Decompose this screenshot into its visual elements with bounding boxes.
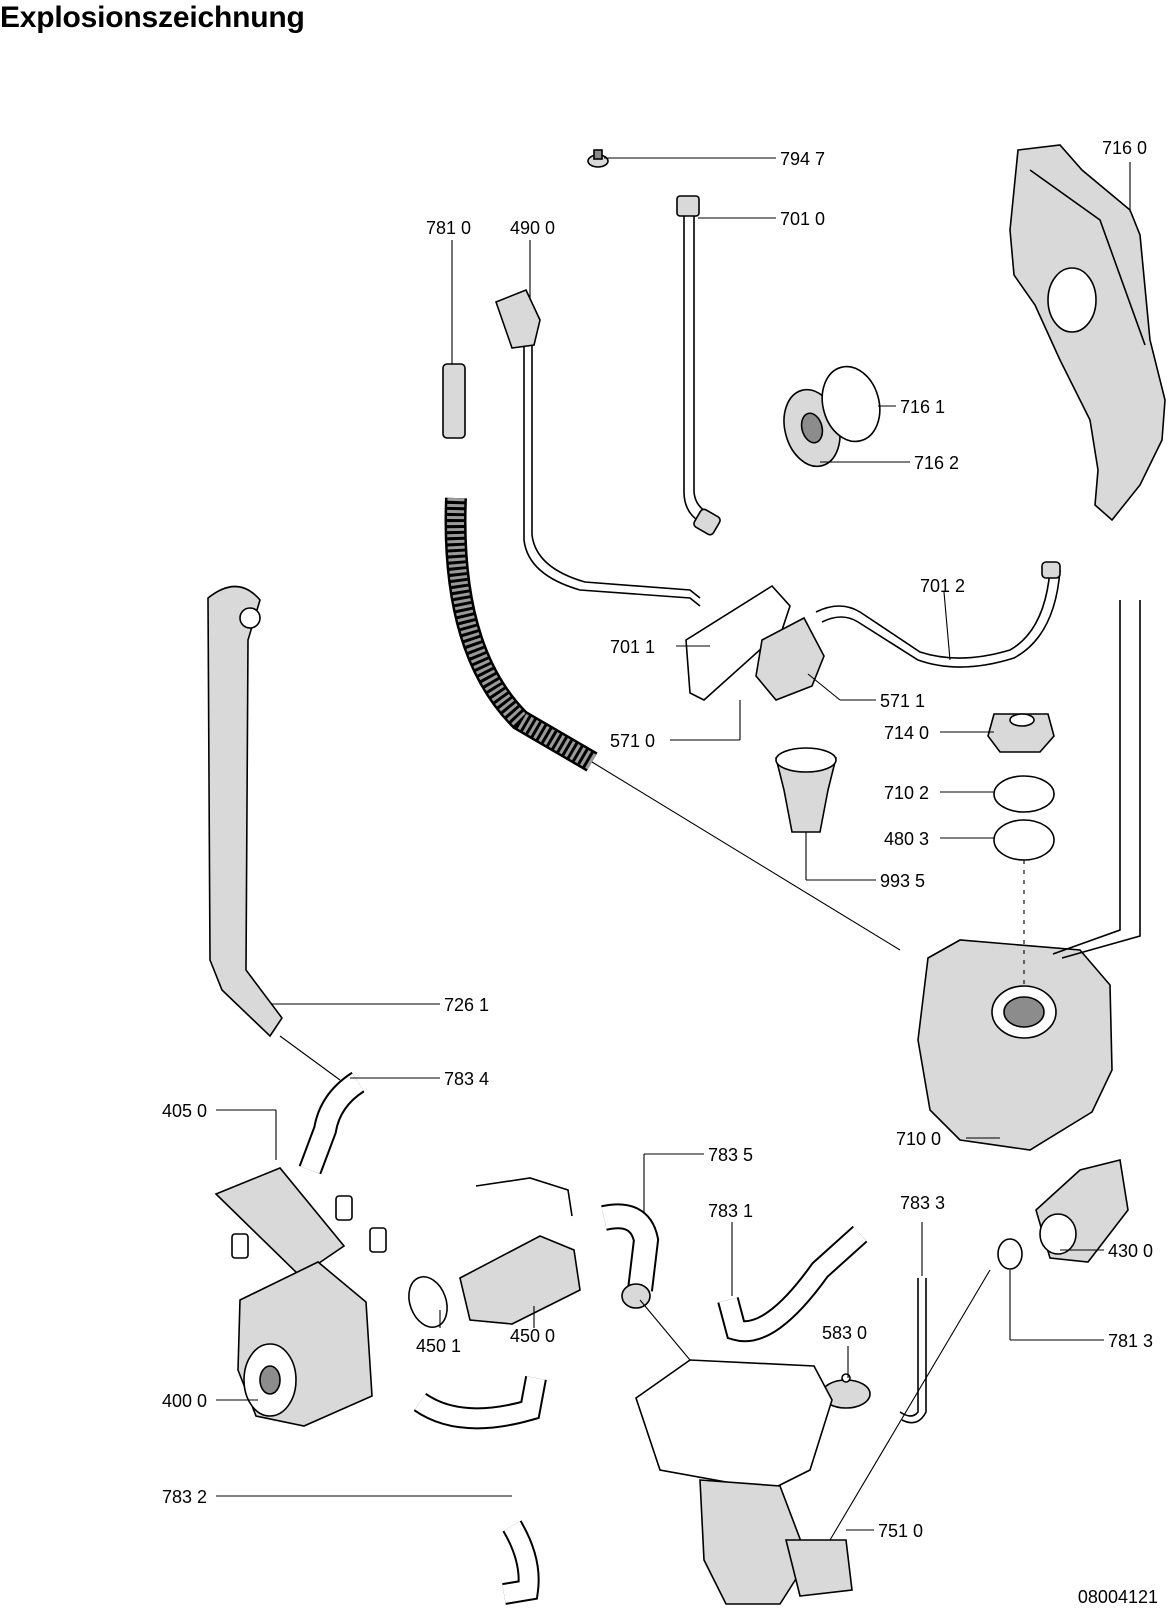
- heater-part: [459, 1177, 581, 1325]
- callout-571-0: 571 0: [610, 731, 655, 751]
- callout-400-0: 400 0: [162, 1391, 207, 1411]
- heater-seal-part: [408, 1276, 448, 1328]
- document-number: 08004121: [1077, 1587, 1158, 1607]
- circulation-pump-part: [237, 1261, 373, 1427]
- sump-part: [635, 1359, 853, 1605]
- callout-783-4: 783 4: [444, 1069, 489, 1089]
- pump-mount-part: [214, 1167, 387, 1278]
- callout-781-3: 781 3: [1108, 1331, 1153, 1351]
- callout-783-5: 783 5: [708, 1145, 753, 1165]
- callout-714-0: 714 0: [884, 723, 929, 743]
- hose-bend-part: [601, 1203, 660, 1309]
- callout-450-0: 450 0: [510, 1326, 555, 1346]
- callout-716-2: 716 2: [914, 453, 959, 473]
- callout-701-1: 701 1: [610, 637, 655, 657]
- callout-labels: 794 7 701 0 781 0 490 0 716 0 716 1 716 …: [162, 138, 1153, 1541]
- gasket-part: [993, 819, 1055, 861]
- callout-480-3: 480 3: [884, 829, 929, 849]
- small-elbow-part: [413, 1375, 547, 1605]
- callout-781-0: 781 0: [426, 218, 471, 238]
- mains-plug-part: [494, 288, 701, 607]
- callout-783-1: 783 1: [708, 1201, 753, 1221]
- leader-lines: [216, 157, 1131, 1541]
- callout-783-2: 783 2: [162, 1487, 207, 1507]
- callout-716-0: 716 0: [1102, 138, 1147, 158]
- pressure-switch-part: [821, 1373, 871, 1409]
- callout-571-1: 571 1: [880, 691, 925, 711]
- water-softener-part: [917, 600, 1141, 1151]
- callout-430-0: 430 0: [1108, 1241, 1153, 1261]
- water-inlet-hose-part: [676, 195, 721, 536]
- callout-726-1: 726 1: [444, 995, 489, 1015]
- threaded-ring-part: [993, 775, 1055, 813]
- callout-710-2: 710 2: [884, 783, 929, 803]
- pump-seal-part: [997, 1238, 1023, 1270]
- callout-701-0: 701 0: [780, 209, 825, 229]
- sealing-ring-part: [821, 365, 881, 443]
- small-clip-part: [587, 149, 609, 168]
- callout-710-0: 710 0: [896, 1129, 941, 1149]
- callout-405-0: 405 0: [162, 1101, 207, 1121]
- callout-716-1: 716 1: [900, 397, 945, 417]
- salt-cap-part: [987, 713, 1055, 753]
- side-frame-part: [1009, 144, 1166, 522]
- callout-993-5: 993 5: [880, 871, 925, 891]
- page-title: Explosionszeichnung: [0, 1, 305, 34]
- thin-hose-part: [899, 1278, 927, 1424]
- corrugated-drain-hose-part: [442, 363, 598, 772]
- callout-490-0: 490 0: [510, 218, 555, 238]
- callout-751-0: 751 0: [878, 1521, 923, 1541]
- callout-783-3: 783 3: [900, 1193, 945, 1213]
- callout-583-0: 583 0: [822, 1323, 867, 1343]
- inlet-valve-part: [755, 561, 1061, 701]
- callout-794-7: 794 7: [780, 149, 825, 169]
- drain-pipe-part: [207, 585, 283, 1038]
- funnel-part: [775, 747, 837, 833]
- drain-pump-part: [1035, 1159, 1129, 1263]
- callout-701-2: 701 2: [920, 576, 965, 596]
- hose-elbow-part: [298, 1071, 365, 1175]
- callout-450-1: 450 1: [416, 1336, 461, 1356]
- sump-hose-part: [717, 1225, 868, 1343]
